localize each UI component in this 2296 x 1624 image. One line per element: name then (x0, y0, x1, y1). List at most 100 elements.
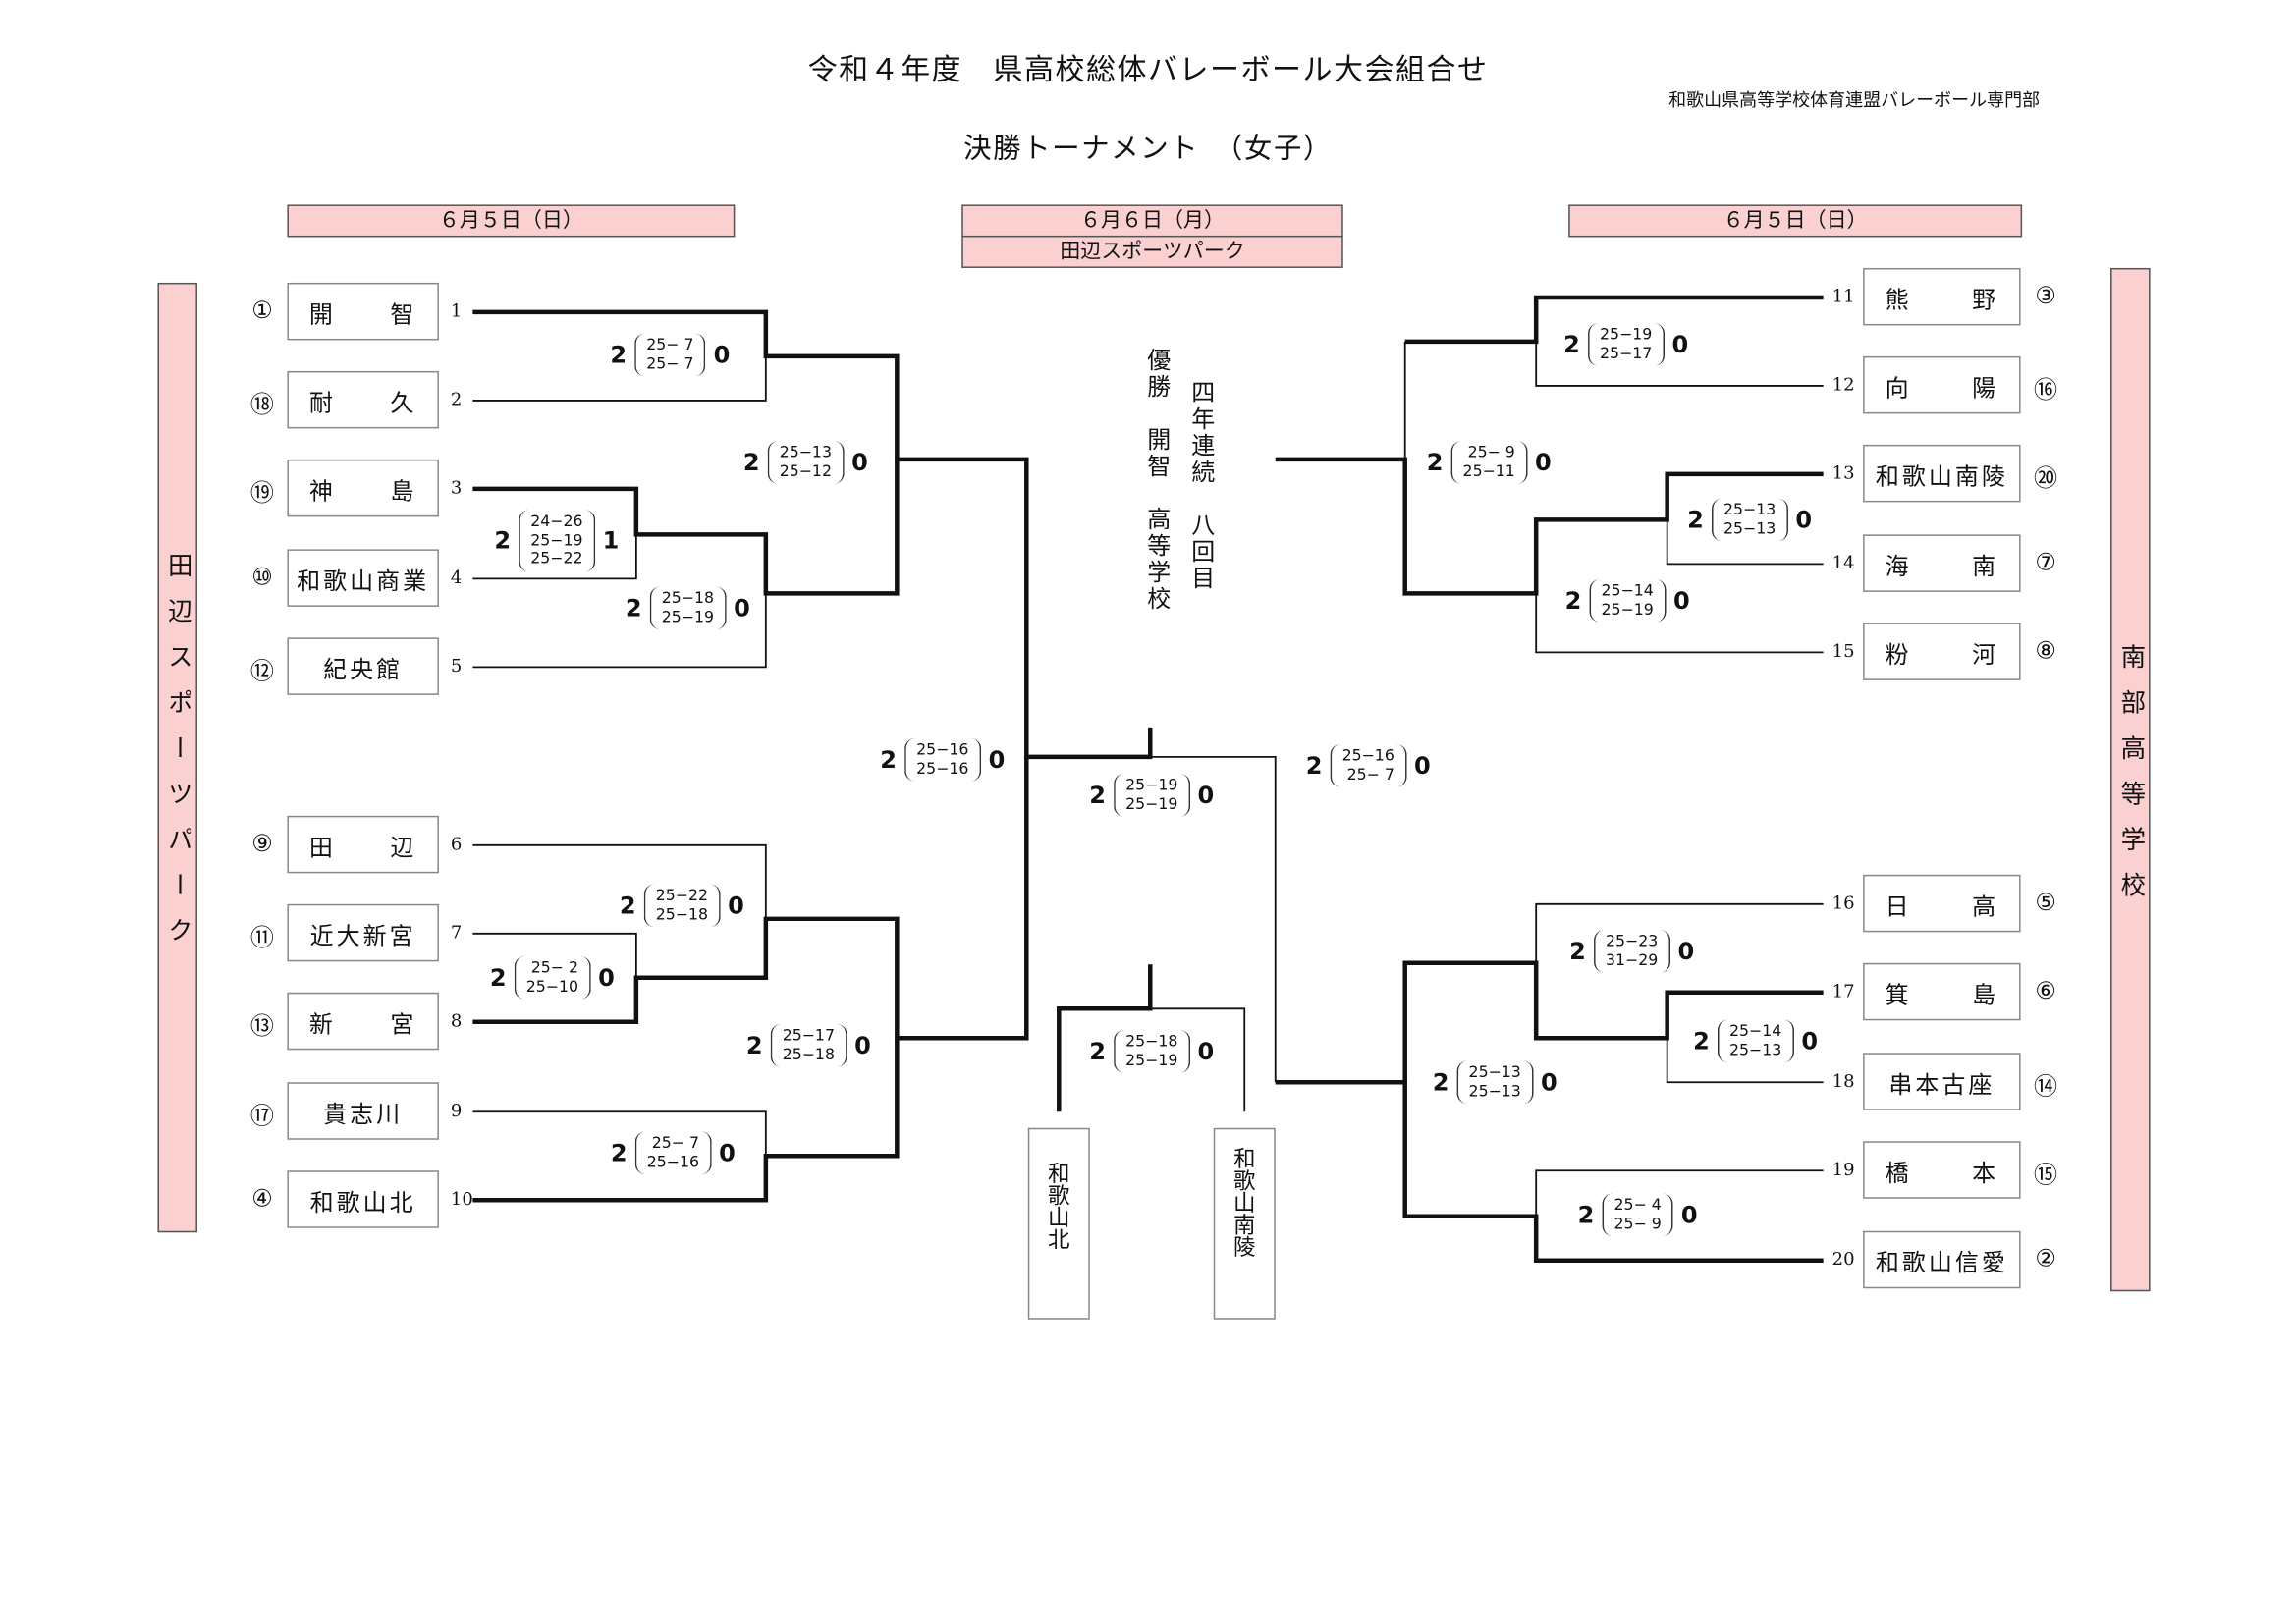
team-name-part: 高 (1972, 892, 1999, 920)
draw-number: 7 (450, 921, 463, 943)
team-box: 向陽 (1863, 355, 2021, 414)
winner-sets: 2 (625, 594, 642, 623)
team-box: 新宮 (287, 992, 439, 1051)
team-box: 和歌山商業 (287, 549, 439, 607)
team-name-part: 熊 (1885, 285, 1912, 313)
winner-sets: 2 (1089, 781, 1106, 810)
champion-streak: 四年連続 八回目 (1186, 379, 1216, 592)
draw-number: 8 (450, 1009, 463, 1031)
seed-number: ② (2035, 1244, 2056, 1272)
seed-number: ⑦ (2035, 547, 2056, 576)
winner-sets: 2 (1426, 448, 1444, 477)
seed-number: ⑲ (249, 478, 274, 507)
team-box: 箕島 (1863, 962, 2021, 1021)
draw-number: 5 (450, 655, 463, 677)
winner-sets: 2 (610, 1139, 628, 1167)
team-name-part: 河 (1972, 639, 1999, 669)
team-name-part: 神 (308, 476, 336, 505)
seed-number: ⑮ (2034, 1160, 2058, 1189)
team-box: 串本古座 (1863, 1053, 2021, 1110)
team-box: 海南 (1863, 534, 2021, 592)
set-scores: 25−22 25−18 (643, 884, 721, 928)
team-name-part: 箕 (1885, 980, 1912, 1008)
team-box: 和歌山信愛 (1863, 1230, 2021, 1289)
seed-number: ⑳ (2034, 463, 2058, 492)
set-scores: 25−13 25−13 (1712, 498, 1788, 542)
set-scores: 25− 7 25−16 (634, 1131, 712, 1175)
loser-sets: 0 (598, 963, 615, 993)
winner-lines (472, 295, 1824, 1263)
draw-number: 20 (1831, 1248, 1855, 1270)
loser-sets: 0 (1677, 937, 1695, 966)
winner-sets: 2 (1432, 1068, 1449, 1097)
loser-sets: 0 (1413, 751, 1431, 781)
draw-number: 19 (1831, 1159, 1855, 1180)
seed-number: ⑩ (251, 562, 273, 591)
set-scores: 25− 2 25−10 (514, 956, 591, 1000)
loser-sets: 0 (988, 745, 1006, 775)
set-scores: 25−19 25−19 (1114, 774, 1190, 817)
team-name-part: 田 (308, 833, 336, 861)
venue-right: 南部高等学校 (2110, 267, 2151, 1292)
seed-number: ⑭ (2034, 1071, 2058, 1101)
draw-number: 17 (1831, 980, 1855, 1001)
seed-number: ① (251, 296, 273, 324)
team-name-part: 島 (390, 476, 417, 505)
loser-sets: 0 (713, 341, 731, 369)
page-title: 令和４年度 県高校総体バレーボール大会組合せ (807, 51, 1489, 87)
team-box: 橋本 (1863, 1141, 2021, 1199)
draw-number: 1 (450, 299, 463, 321)
loser-sets: 0 (851, 448, 868, 477)
loser-sets: 0 (1671, 330, 1689, 359)
seed-number: ⑤ (2035, 888, 2056, 916)
winner-sets: 2 (619, 892, 636, 920)
team-name-part: 智 (390, 299, 417, 328)
team-box: 田辺 (287, 815, 439, 874)
winner-sets: 2 (1693, 1027, 1710, 1056)
draw-number: 6 (450, 833, 463, 854)
draw-number: 13 (1831, 461, 1855, 483)
draw-number: 3 (450, 476, 463, 498)
venue-left: 田辺スポーツパーク (157, 282, 197, 1233)
loser-sets: 0 (854, 1031, 871, 1060)
winner-sets: 2 (1563, 330, 1580, 359)
set-scores: 25−13 25−13 (1456, 1060, 1533, 1105)
team-name-part: 海 (1885, 551, 1912, 580)
team-box: 和歌山北 (287, 1170, 439, 1228)
team-name-part: 島 (1972, 980, 1999, 1008)
team-name-part: 粉 (1885, 639, 1912, 669)
team-box: 神島 (287, 459, 439, 517)
set-scores: 25− 4 25− 9 (1602, 1193, 1673, 1236)
team-box: 粉河 (1863, 623, 2021, 680)
date-right: ６月５日（日） (1568, 204, 2023, 238)
loser-sets: 0 (728, 892, 744, 920)
loser-sets: 1 (602, 526, 620, 555)
team-box: 耐久 (287, 370, 439, 429)
seed-number: ⑥ (2035, 976, 2056, 1004)
set-scores: 25−18 25−19 (649, 586, 727, 630)
winner-sets: 2 (1089, 1037, 1106, 1066)
date-left: ６月５日（日） (287, 204, 736, 238)
loser-sets: 0 (1672, 586, 1690, 616)
winner-sets: 2 (880, 745, 898, 775)
winner-sets: 2 (742, 448, 760, 477)
seed-number: ⑧ (2035, 635, 2056, 665)
set-scores: 25− 9 25−11 (1450, 441, 1527, 484)
winner-sets: 2 (1305, 751, 1323, 781)
winner-sets: 2 (489, 963, 507, 993)
draw-number: 15 (1831, 640, 1855, 662)
